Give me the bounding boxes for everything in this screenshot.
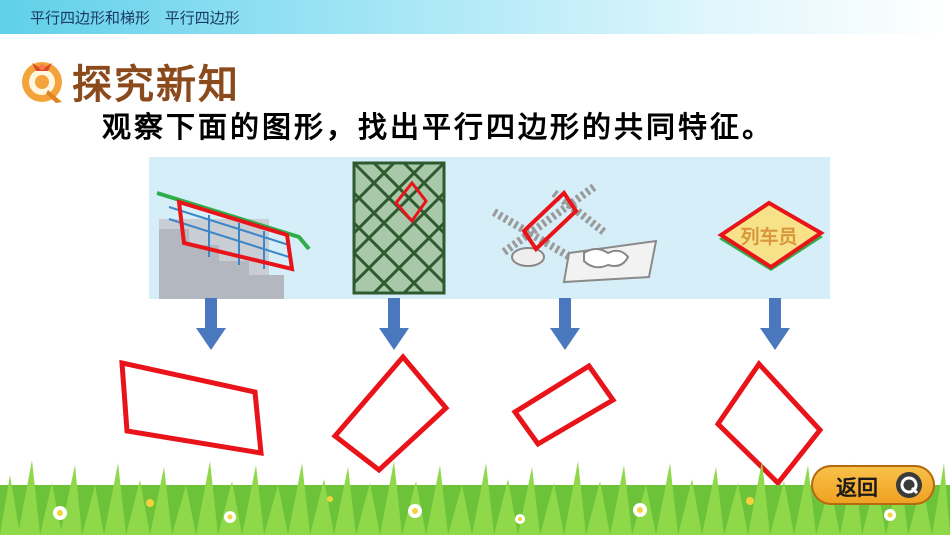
back-button[interactable]: 返回 <box>811 465 935 505</box>
grass-decoration <box>0 460 950 535</box>
photo-panel: 列车员 <box>149 157 830 299</box>
down-arrow-icon <box>760 298 790 350</box>
folding-scale-photo <box>491 183 658 284</box>
lattice-fence-photo <box>352 161 446 295</box>
back-button-label: 返回 <box>836 476 878 500</box>
parallelogram-shape <box>331 353 450 474</box>
down-arrow-icon <box>550 298 580 350</box>
parallelogram-shape <box>119 359 264 456</box>
back-q-icon <box>896 472 922 498</box>
breadcrumb-lesson: 平行四边形 <box>164 9 240 27</box>
down-arrow-icon <box>379 298 409 350</box>
instruction-text: 观察下面的图形，找出平行四边形的共同特征。 <box>102 110 775 144</box>
breadcrumb-chapter: 平行四边形和梯形 <box>30 9 151 27</box>
breadcrumb: 平行四边形和梯形 平行四边形 <box>30 7 250 28</box>
train-sign-text: 列车员 <box>740 225 797 248</box>
railing-photo <box>156 191 311 299</box>
rhombus-shape <box>714 359 824 487</box>
train-sign-photo: 列车员 <box>717 200 825 271</box>
parallelogram-shape <box>511 362 617 448</box>
header-bar <box>0 0 950 34</box>
section-title: 探究新知 <box>72 62 240 108</box>
q-logo-icon <box>22 62 62 103</box>
down-arrow-icon <box>196 298 226 350</box>
